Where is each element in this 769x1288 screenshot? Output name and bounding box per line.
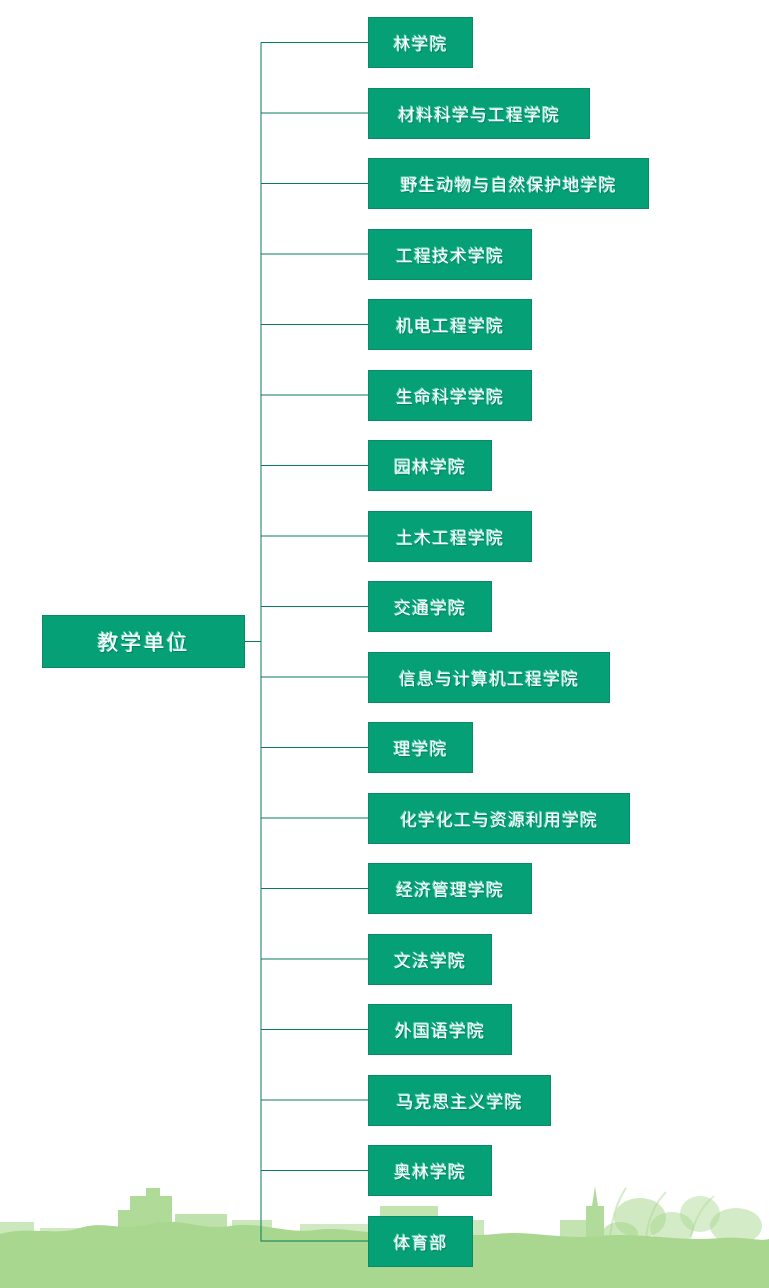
node-label: 经济管理学院 xyxy=(396,881,504,900)
node-label: 体育部 xyxy=(393,1233,448,1253)
root-node-teaching-units[interactable]: 教学单位 xyxy=(42,615,245,668)
node-label: 文法学院 xyxy=(394,951,466,971)
node-label: 理学院 xyxy=(393,740,448,759)
node-college-12[interactable]: 化学化工与资源利用学院 xyxy=(368,792,630,844)
node-label: 奥林学院 xyxy=(394,1163,466,1182)
node-college-17[interactable]: 奥林学院 xyxy=(368,1145,492,1196)
node-college-4[interactable]: 工程技术学院 xyxy=(368,228,532,280)
node-label: 土木工程学院 xyxy=(396,528,504,548)
node-college-13[interactable]: 经济管理学院 xyxy=(368,863,532,914)
node-college-15[interactable]: 外国语学院 xyxy=(368,1004,512,1055)
node-college-18[interactable]: 体育部 xyxy=(368,1215,473,1267)
root-node-label: 教学单位 xyxy=(97,631,190,655)
node-label: 化学化工与资源利用学院 xyxy=(400,810,598,830)
node-college-5[interactable]: 机电工程学院 xyxy=(368,299,532,350)
node-label: 园林学院 xyxy=(394,458,466,477)
node-label: 信息与计算机工程学院 xyxy=(399,669,579,689)
node-label: 材料科学与工程学院 xyxy=(398,105,560,125)
node-college-9[interactable]: 交通学院 xyxy=(368,581,492,632)
node-college-1[interactable]: 林学院 xyxy=(368,17,473,68)
node-college-6[interactable]: 生命科学学院 xyxy=(368,369,532,421)
node-college-7[interactable]: 园林学院 xyxy=(368,440,492,491)
node-college-3[interactable]: 野生动物与自然保护地学院 xyxy=(368,158,649,209)
node-college-14[interactable]: 文法学院 xyxy=(368,933,492,985)
node-label: 外国语学院 xyxy=(395,1022,485,1041)
node-college-11[interactable]: 理学院 xyxy=(368,722,473,773)
node-college-10[interactable]: 信息与计算机工程学院 xyxy=(368,651,610,703)
node-label: 野生动物与自然保护地学院 xyxy=(400,176,617,195)
node-label: 交通学院 xyxy=(394,599,466,618)
node-college-8[interactable]: 土木工程学院 xyxy=(368,510,532,562)
node-label: 生命科学学院 xyxy=(396,387,504,407)
node-label: 机电工程学院 xyxy=(396,317,504,336)
node-college-2[interactable]: 材料科学与工程学院 xyxy=(368,87,590,139)
node-college-16[interactable]: 马克思主义学院 xyxy=(368,1074,551,1126)
node-label: 林学院 xyxy=(393,35,448,54)
node-label: 马克思主义学院 xyxy=(396,1092,523,1112)
node-label: 工程技术学院 xyxy=(396,246,504,266)
